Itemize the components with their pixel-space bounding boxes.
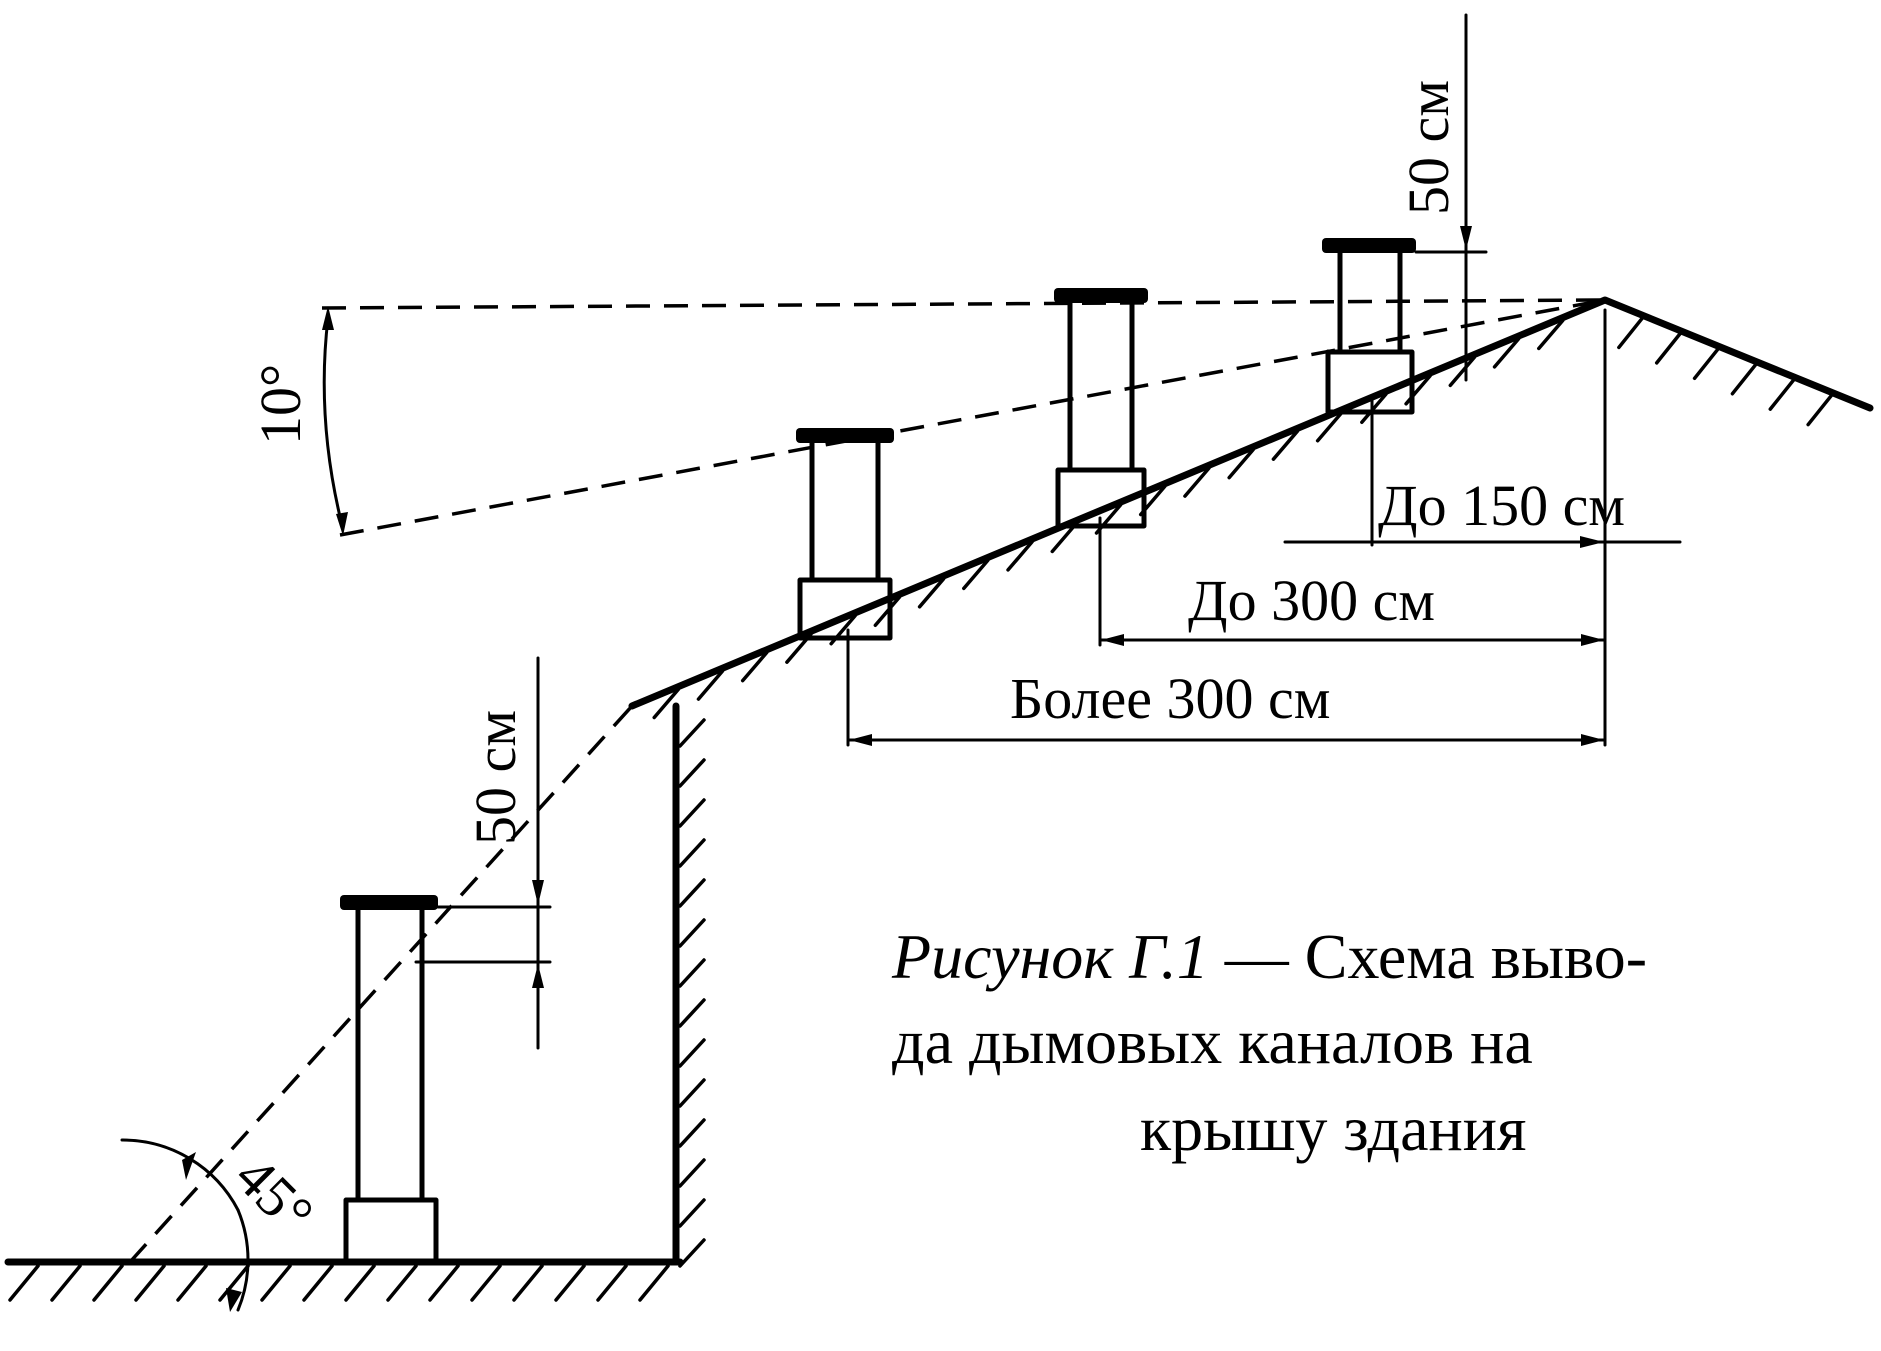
hatch-stroke	[678, 1118, 706, 1148]
hatch-stroke	[176, 1264, 208, 1302]
dim-more-300-label: Более 300 см	[1010, 666, 1330, 731]
hatch-stroke	[678, 1238, 706, 1268]
hatch-stroke	[1227, 447, 1255, 480]
hatch-stroke	[1654, 331, 1683, 365]
dim-300-label: До 300 см	[1188, 568, 1435, 633]
hatch-stroke	[218, 1264, 250, 1302]
hatch-stroke	[260, 1264, 292, 1302]
hatch-stroke	[678, 1038, 706, 1068]
caption-line-1: Рисунок Г.1 — Схема выво-	[891, 921, 1647, 992]
hatch-stroke	[92, 1264, 124, 1302]
hatch-stroke	[917, 577, 946, 609]
hatch-stroke	[1183, 466, 1211, 498]
hatch-stroke	[302, 1264, 334, 1302]
hatch-stroke	[678, 878, 706, 908]
chimney-far	[796, 428, 894, 641]
hatch-stroke	[386, 1264, 418, 1302]
hatch-stroke	[1730, 361, 1759, 396]
hatch-stroke	[678, 998, 706, 1028]
dim-150-label: До 150 см	[1378, 473, 1625, 538]
hatch-stroke	[554, 1264, 586, 1302]
hatch-stroke	[678, 718, 706, 748]
hatch-stroke	[678, 1078, 706, 1108]
hatch-stroke	[678, 958, 706, 988]
hatch-stroke	[1360, 392, 1388, 425]
hatch-stroke	[1448, 355, 1477, 388]
dim-more-300	[846, 628, 1607, 747]
roof-slope	[628, 296, 1874, 710]
caption-line-3: крышу здания	[1140, 1093, 1526, 1164]
hatch-stroke	[678, 838, 706, 868]
ten-degree-dash	[339, 298, 1606, 537]
hatch-stroke	[678, 918, 706, 948]
hatch-stroke	[8, 1264, 40, 1302]
hatch-stroke	[1806, 392, 1834, 427]
dim-50-left	[414, 656, 552, 1050]
hatch-stroke	[652, 687, 680, 720]
hatch-stroke	[344, 1264, 376, 1302]
angle-45-label: 45°	[223, 1143, 326, 1246]
wall-hatching	[678, 718, 706, 1268]
angle-10-arc	[322, 306, 348, 536]
hatch-stroke	[678, 1158, 706, 1188]
hatch-stroke	[134, 1264, 166, 1302]
roof-hatching	[652, 315, 1834, 720]
angle-45-arc	[120, 1138, 250, 1312]
chimney-ground	[340, 895, 439, 1265]
hatch-stroke	[1271, 429, 1300, 461]
hatch-stroke	[428, 1264, 460, 1302]
hatch-stroke	[873, 595, 902, 628]
dim-50-top-label: 50 см	[1396, 80, 1461, 215]
caption-prefix: Рисунок Г.1	[891, 921, 1209, 992]
angle-10-label: 10°	[248, 364, 313, 445]
dim-50-top	[1414, 13, 1488, 382]
hatch-stroke	[1315, 410, 1344, 443]
caption-line-2: да дымовых каналов на	[892, 1006, 1533, 1077]
dim-300	[1098, 516, 1607, 647]
caption-title-part1: — Схема выво-	[1209, 921, 1647, 992]
horizontal-ridge-dash	[321, 298, 1606, 310]
hatch-stroke	[678, 1198, 706, 1228]
hatch-stroke	[50, 1264, 82, 1302]
hatch-stroke	[1768, 377, 1797, 411]
ground-hatching	[8, 1264, 670, 1302]
hatch-stroke	[962, 558, 990, 591]
hatch-stroke	[696, 669, 725, 701]
hatch-stroke	[596, 1264, 628, 1302]
forty-five-degree-dash	[128, 704, 634, 1264]
hatch-stroke	[1492, 337, 1521, 369]
hatch-stroke	[678, 758, 706, 788]
dim-150	[1283, 398, 1682, 548]
dim-50-left-label: 50 см	[463, 710, 528, 845]
hatch-stroke	[1692, 346, 1721, 381]
hatch-stroke	[740, 650, 769, 683]
hatch-stroke	[1537, 318, 1565, 351]
hatch-stroke	[1617, 315, 1645, 350]
hatch-stroke	[512, 1264, 544, 1302]
chimney-middle	[1054, 288, 1148, 529]
hatch-stroke	[638, 1264, 670, 1302]
hatch-stroke	[470, 1264, 502, 1302]
hatch-stroke	[1006, 540, 1034, 572]
hatch-stroke	[678, 798, 706, 828]
